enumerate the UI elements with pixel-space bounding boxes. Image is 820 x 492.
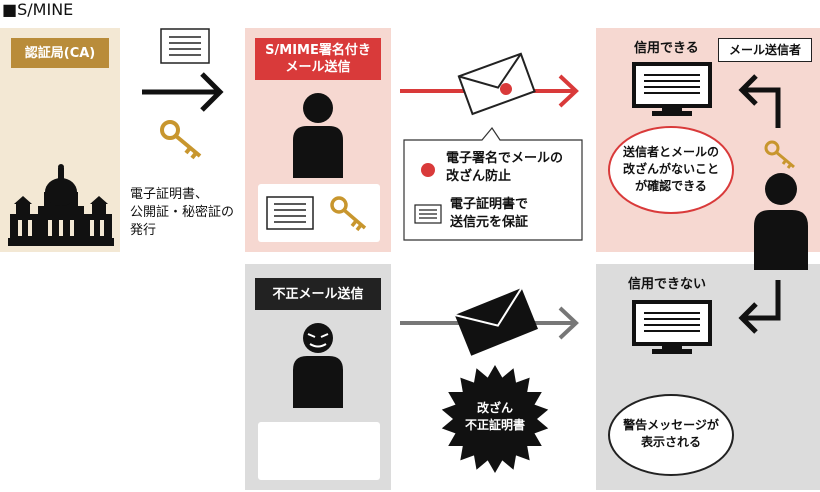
untrusted-bubble: [608, 394, 734, 476]
signature-dot-icon: [421, 163, 435, 177]
tampered-text: 改ざん 不正証明書: [464, 401, 525, 432]
capitol-building-icon: [8, 164, 114, 246]
page-title: ■S/MINE: [2, 0, 74, 19]
computer-monitor-icon: [632, 300, 712, 354]
certificate-icon: [414, 204, 442, 224]
person-icon: [754, 173, 808, 270]
return-arrow-icon: [738, 280, 781, 334]
envelope-icon: [454, 287, 538, 356]
key-icon: [330, 196, 367, 232]
fraud-credentials-box: [258, 422, 380, 480]
untrusted-heading: 信用できない: [628, 277, 707, 292]
recipient-label: メール送信者: [718, 38, 812, 62]
certificate-icon: [160, 28, 210, 64]
right-arrow-icon: [142, 72, 224, 112]
trusted-bubble: [608, 126, 734, 214]
ca-issue-text: 電子証明書、 公開証・秘密証の 発行: [130, 187, 235, 238]
return-arrow-icon: [738, 74, 781, 128]
legend-signature-text: 電子署名でメールの 改ざん防止: [446, 151, 564, 184]
untrusted-bubble-text: 警告メッセージが 表示される: [623, 418, 719, 449]
certificate-icon: [266, 196, 314, 230]
ca-label: 認証局(CA): [11, 38, 109, 68]
legit-sender-label: S/MIME署名付き メール送信: [255, 38, 381, 80]
legend-callout: [403, 126, 583, 241]
evil-person-icon: [293, 323, 343, 408]
key-icon: [160, 120, 202, 160]
computer-monitor-icon: [632, 62, 712, 116]
envelope-icon: [457, 52, 536, 116]
fraud-sender-label: 不正メール送信: [255, 278, 381, 310]
person-icon: [293, 93, 343, 178]
trusted-heading: 信用できる: [634, 41, 699, 56]
tampered-starburst: [441, 365, 549, 473]
trusted-bubble-text: 送信者とメールの 改ざんがないこと が確認できる: [622, 145, 719, 193]
legend-certificate-text: 電子証明書で 送信元を保証: [450, 197, 529, 230]
key-icon: [764, 140, 795, 169]
